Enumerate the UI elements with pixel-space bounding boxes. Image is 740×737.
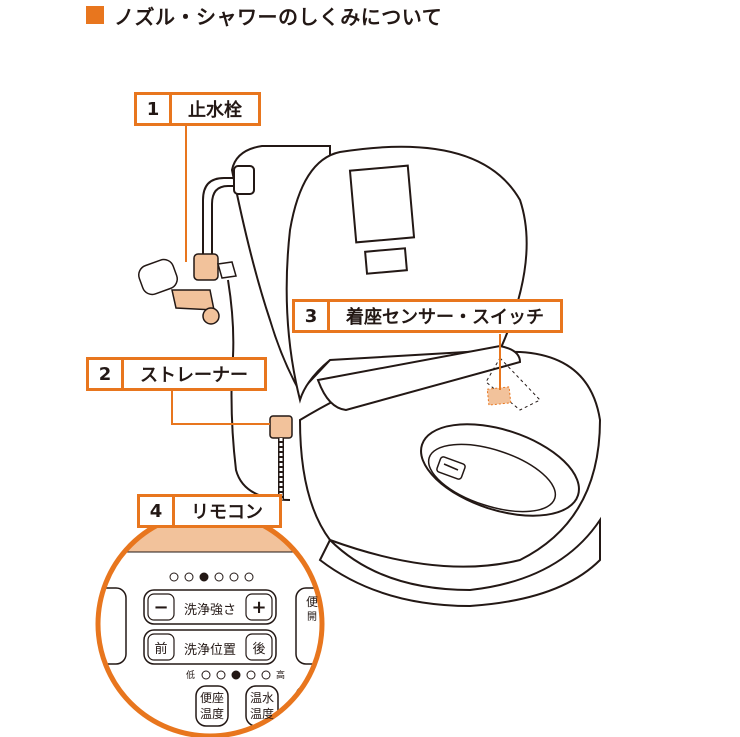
water-temp-button[interactable]: 温水 温度 — [246, 690, 278, 722]
remote-zoom — [95, 509, 325, 737]
seat-sensor-highlight — [486, 386, 512, 406]
low-label: 低 — [186, 671, 196, 681]
seat-temp-line1: 便座 — [199, 691, 224, 705]
nozzle — [436, 456, 466, 480]
page-title: ノズル・シャワーのしくみについて — [86, 0, 442, 30]
lid-panel — [348, 164, 416, 275]
strength-label: 洗浄強さ — [183, 603, 236, 618]
callout-label: リモコン — [191, 502, 263, 523]
strength-minus-button[interactable]: − — [153, 596, 169, 618]
seat-temp-line2: 温度 — [199, 707, 224, 721]
seat-temp-button[interactable]: 便座 温度 — [196, 690, 228, 722]
stop-valve — [138, 253, 237, 325]
callout-remote: 4 リモコン — [137, 494, 282, 528]
callout-seat-sensor: 3 着座センサー・スイッチ — [292, 299, 563, 333]
high-label: 高 — [276, 671, 286, 681]
strength-plus-button[interactable]: + — [251, 596, 267, 618]
lid-line2: 開 — [307, 612, 317, 623]
supply-pipe — [202, 165, 255, 268]
position-back-button[interactable]: 後 — [252, 641, 266, 657]
title-square-icon — [86, 6, 104, 24]
callout-number: 2 — [89, 360, 124, 388]
water-temp-line1: 温水 — [249, 691, 274, 705]
callout-number: 4 — [140, 497, 175, 525]
bowl-opening — [420, 423, 580, 517]
callout-stop-valve: 1 止水栓 — [134, 92, 261, 126]
callout-number: 1 — [137, 95, 172, 123]
toilet-body — [230, 145, 602, 608]
strainer — [269, 415, 293, 500]
callout-label: 止水栓 — [188, 100, 242, 121]
title-text: ノズル・シャワーのしくみについて — [114, 4, 443, 29]
callout-strainer: 2 ストレーナー — [86, 357, 267, 391]
hose — [227, 279, 291, 501]
sensor-dashed-outline — [485, 357, 541, 411]
water-temp-line2: 温度 — [249, 707, 274, 721]
position-label: 洗浄位置 — [183, 643, 236, 658]
callout-label: 着座センサー・スイッチ — [346, 307, 544, 328]
lid-line1: 便 — [305, 595, 318, 609]
leader-lines — [171, 124, 501, 425]
position-front-button[interactable]: 前 — [154, 641, 168, 657]
callout-number: 3 — [295, 302, 330, 330]
callout-label: ストレーナー — [140, 365, 248, 386]
lid-button[interactable]: 便 開 — [300, 594, 324, 626]
